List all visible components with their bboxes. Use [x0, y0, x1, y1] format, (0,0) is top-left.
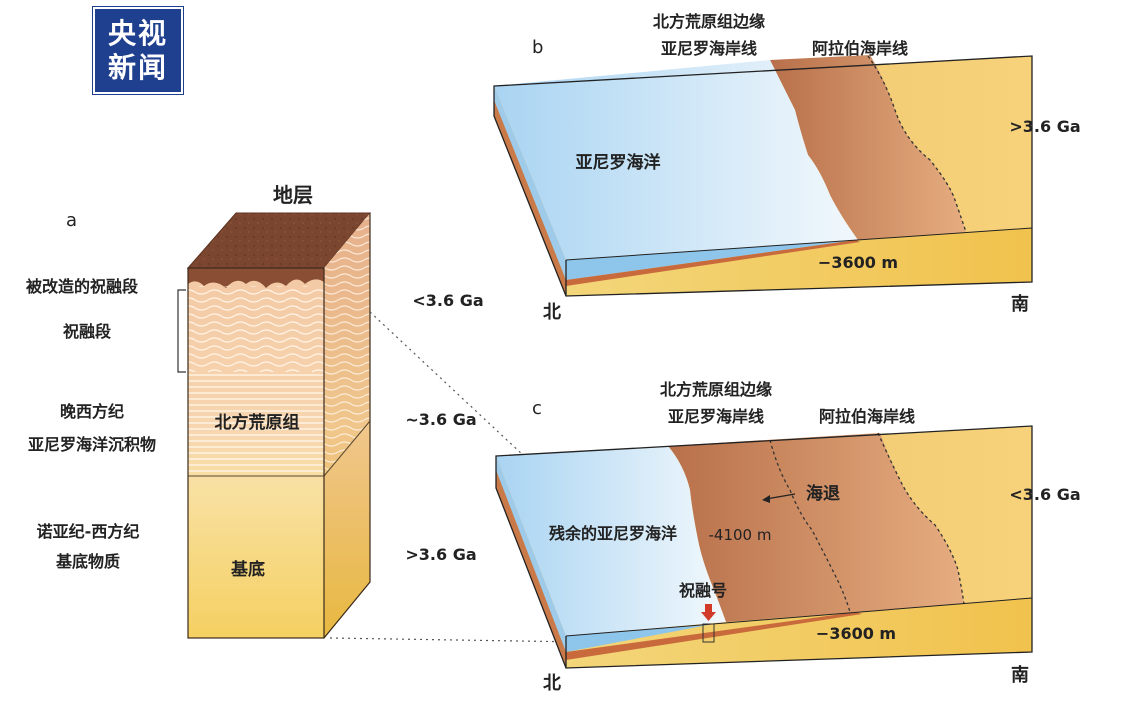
panel-b-letter: b: [532, 37, 543, 58]
panel-c-letter: c: [532, 398, 542, 419]
panel-a-letter: a: [66, 210, 77, 231]
block-b-front: [566, 228, 1032, 296]
panel-c-rover-label: 祝融号: [679, 581, 727, 600]
panel-c-north-label: 北: [543, 673, 561, 694]
block-c-ocean: [496, 446, 726, 636]
layer-modified-zhurong-label: 被改造的祝融段: [26, 277, 139, 296]
cctv-news-logo: 央视 新闻: [93, 7, 183, 94]
layer-zhurong-label: 祝融段: [63, 322, 112, 341]
zhurong-bracket: [177, 289, 186, 373]
block-b-ocean: [494, 60, 858, 260]
panel-c-deep-depth-label: -4100 m: [709, 526, 772, 544]
block-c-brown-zone: [668, 433, 964, 622]
block-c-vbf-line: [769, 439, 851, 613]
regression-arrow-icon: [765, 493, 796, 500]
column-vastitas-layers: [188, 372, 324, 476]
panel-a-column: [186, 212, 372, 639]
layer-vastitas-label: 北方荒原组: [215, 412, 300, 433]
panel-b-block: [493, 55, 1033, 297]
panel-b-north-label: 北: [543, 302, 561, 323]
panel-c-vbf-label: 北方荒原组边缘: [660, 380, 772, 399]
panel-b-age-label: >3.6 Ga: [1009, 117, 1080, 136]
panel-c-depth-label: −3600 m: [816, 624, 896, 643]
layer-noachian-label: 诺亚纪-西方纪: [37, 522, 140, 541]
panel-c-arabia-label: 阿拉伯海岸线: [819, 407, 915, 426]
age-old-label: >3.6 Ga: [405, 545, 476, 564]
block-c-ocean-edge: [566, 625, 708, 652]
logo-line-1: 央视: [107, 16, 168, 50]
panel-b-arabia-label: 阿拉伯海岸线: [812, 39, 908, 58]
column-modified-band: [188, 268, 324, 288]
panel-b-deuteronilus-label: 亚尼罗海岸线: [661, 39, 757, 58]
column-zhurong-layers: [188, 286, 324, 372]
block-c-front: [566, 598, 1032, 668]
block-c-arabia-line: [877, 432, 965, 605]
layer-sediment-label: 亚尼罗海洋沉积物: [28, 435, 156, 454]
layer-basement-material-label: 基底物质: [55, 552, 120, 571]
panel-c-regression-label: 海退: [806, 483, 840, 504]
block-b-arabia-line: [867, 55, 967, 233]
panel-b-ocean-label: 亚尼罗海洋: [576, 152, 661, 173]
column-right-side-layers: [324, 213, 370, 475]
panel-c-ocean-label: 残余的亚尼罗海洋: [549, 524, 677, 543]
layer-basement-label: 基底: [230, 559, 265, 580]
rover-arrow-icon: [701, 604, 716, 621]
layer-late-hesperian-label: 晚西方纪: [60, 402, 124, 421]
age-mid-label: ~3.6 Ga: [405, 410, 476, 429]
panel-c-block: [495, 425, 1033, 669]
panel-c-deuteronilus-label: 亚尼罗海岸线: [668, 407, 764, 426]
block-b-brown-wedge: [566, 240, 860, 286]
age-young-label: <3.6 Ga: [412, 291, 483, 310]
panel-b-south-label: 南: [1011, 293, 1029, 315]
panel-c-south-label: 南: [1011, 664, 1029, 686]
strata-title: 地层: [273, 183, 313, 207]
panel-c-age-label: <3.6 Ga: [1009, 485, 1080, 504]
block-b-brown-zone: [770, 55, 966, 240]
panel-b-vbf-label: 北方荒原组边缘: [653, 12, 765, 31]
rover-box: [702, 623, 715, 643]
logo-line-2: 新闻: [107, 50, 168, 84]
panel-b-depth-label: −3600 m: [818, 253, 898, 272]
